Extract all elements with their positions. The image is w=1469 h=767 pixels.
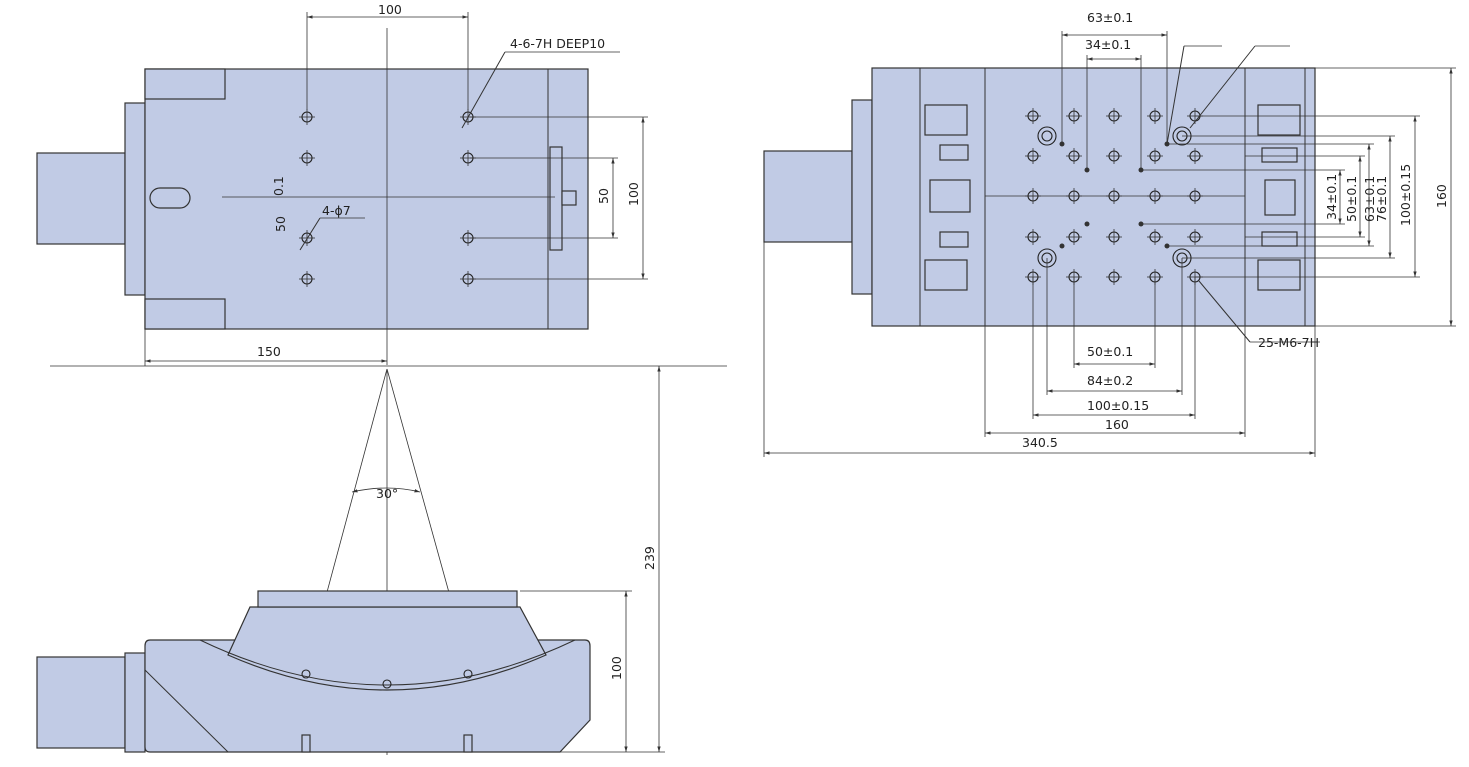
top-dim-150: 150: [257, 344, 281, 359]
top-main-body: [144, 68, 589, 330]
right-motor-flange: [851, 99, 873, 295]
front-top-plate: [257, 590, 518, 608]
right-hole-grid: [1025, 108, 1203, 285]
right-dim-side-2: 50±0.1: [1344, 176, 1359, 222]
top-corner-pocket-upper: [144, 68, 226, 100]
top-corner-pocket-lower: [144, 298, 226, 330]
right-dim-side-5: 100±0.15: [1398, 164, 1413, 226]
top-motor: [36, 152, 126, 245]
right-dim-outer: 160: [1434, 184, 1449, 208]
top-side-knob: [561, 190, 577, 206]
right-motor: [763, 150, 853, 243]
top-motor-flange: [124, 102, 146, 296]
top-dim-100: 100: [378, 2, 402, 17]
top-dim-right-small: 50: [596, 188, 611, 204]
top-callout-thread: 4-6-7H DEEP10: [510, 36, 605, 51]
right-dim-side-4: 76±0.1: [1374, 176, 1389, 222]
front-view: 30° 100 239: [36, 366, 665, 755]
right-dim-side-3: 63±0.1: [1362, 176, 1377, 222]
right-dim-bottom-1: 50±0.1: [1087, 344, 1133, 359]
front-motor-flange: [124, 652, 146, 753]
top-side-slot: [549, 146, 563, 251]
right-dim-bottom-2: 84±0.2: [1087, 373, 1133, 388]
top-dim-right-large: 100: [626, 182, 641, 206]
top-callout-holes: 4-ϕ7: [322, 203, 351, 218]
right-callout-thread: 25-M6-7H: [1258, 335, 1319, 350]
right-view: 63±0.1 34±0.1 34±0.1 50±0.1 63±0.1 76±0.…: [763, 10, 1456, 457]
top-dim-side-a: 0.1: [271, 176, 286, 196]
front-dim-100: 100: [609, 656, 624, 680]
front-angle: 30°: [376, 486, 398, 501]
right-dim-bottom-5: 340.5: [1022, 435, 1058, 450]
front-dim-239: 239: [642, 546, 657, 570]
top-dim-side-b: 50: [273, 216, 288, 232]
right-dim-side-1: 34±0.1: [1324, 174, 1339, 220]
top-view: 100 4-6-7H DEEP10 4-ϕ7 0.1 50 50 100 150: [36, 2, 648, 366]
right-dim-bottom-4: 160: [1105, 417, 1129, 432]
right-dim-bottom-3: 100±0.15: [1087, 398, 1149, 413]
right-dim-top-2: 34±0.1: [1085, 37, 1131, 52]
right-dim-top-1: 63±0.1: [1087, 10, 1133, 25]
top-oval-slot: [149, 187, 191, 209]
front-motor: [36, 656, 126, 749]
front-cradle: [227, 606, 547, 691]
